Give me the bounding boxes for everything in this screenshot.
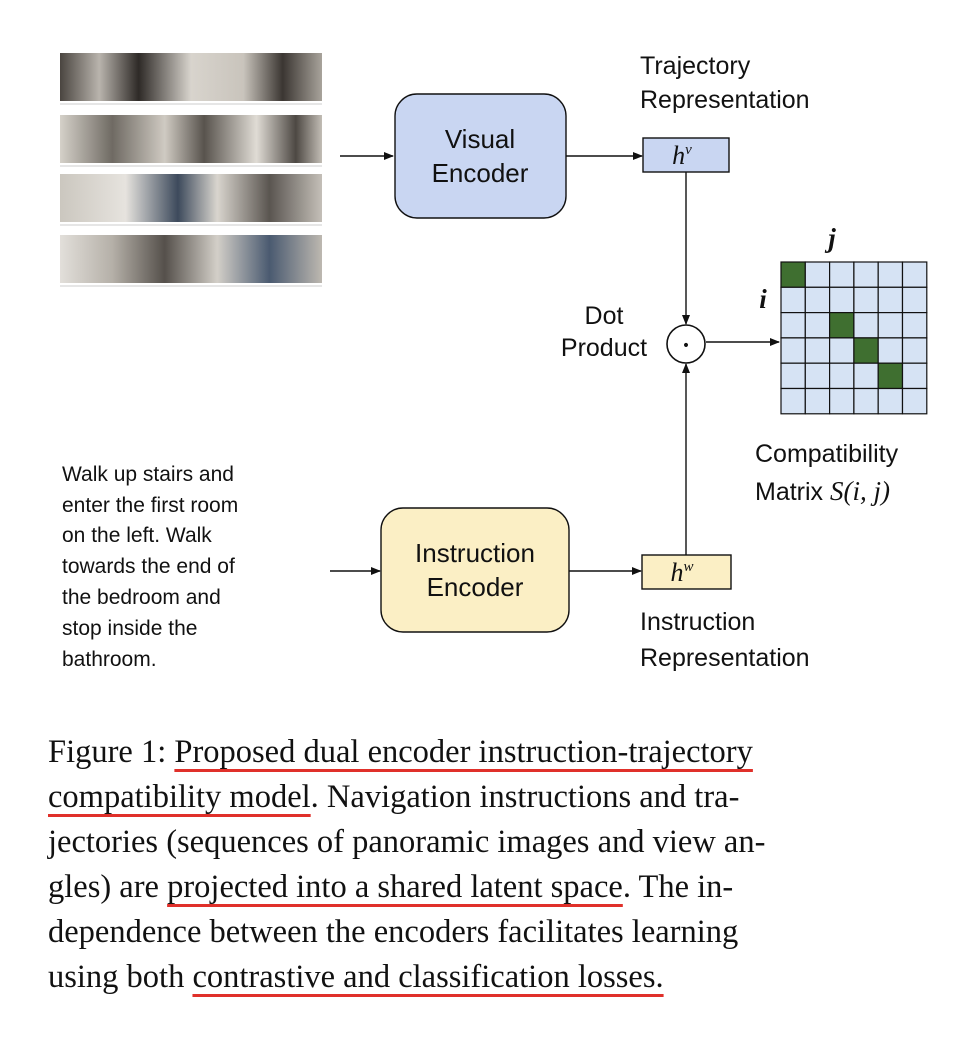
instruction-encoder-label: Instruction (415, 538, 535, 568)
matrix-cell (877, 387, 904, 415)
caption-highlight: compatibility model (48, 779, 311, 815)
instruction-line: towards the end of (62, 555, 235, 578)
caption-highlight: Proposed dual encoder instruction-trajec… (174, 734, 753, 770)
matrix-cell (828, 261, 855, 288)
caption-highlight: contrastive and classification losses. (192, 959, 664, 995)
caption-line: gles) are projected into a shared latent… (48, 869, 734, 905)
svg-text:Product: Product (561, 334, 647, 362)
matrix-cell (901, 261, 928, 288)
instruction-line: Walk up stairs and (62, 463, 234, 486)
hv-sup: v (685, 142, 692, 158)
matrix-cell (780, 337, 806, 364)
hw-base: h (670, 558, 683, 587)
instruction-encoder-box: Instruction Encoder (380, 507, 570, 633)
matrix-label: Matrix S(i, j) (755, 476, 890, 506)
caption-line: dependence between the encoders facilita… (48, 914, 739, 950)
matrix-cell (877, 337, 904, 364)
instruction-text: Walk up stairs and enter the first room … (62, 463, 238, 671)
matrix-cell (901, 387, 928, 415)
instruction-line: stop inside the (62, 617, 197, 640)
svg-text:hw: hw (670, 558, 693, 587)
visual-encoder-box: Visual Encoder (394, 93, 567, 219)
matrix-cell (901, 312, 928, 339)
visual-encoder-label: Visual (445, 124, 515, 154)
panorama-image (60, 235, 322, 283)
matrix-cell (804, 286, 831, 314)
svg-text:hv: hv (672, 141, 692, 170)
matrix-cell (780, 362, 806, 390)
svg-text:Representation: Representation (640, 644, 810, 672)
figure-caption: Figure 1: Proposed dual encoder instruct… (48, 730, 924, 1000)
matrix-cell (901, 286, 928, 314)
matrix-cell-match (828, 312, 855, 339)
matrix-cell (853, 387, 879, 415)
matrix-i-label: i (759, 284, 767, 314)
dot-symbol: • (682, 338, 690, 354)
matrix-cell (804, 261, 831, 288)
matrix-cell (828, 362, 855, 390)
instruction-encoder-label: Encoder (427, 572, 524, 602)
caption-line: Figure 1: Proposed dual encoder instruct… (48, 734, 753, 770)
matrix-cell-match (877, 362, 904, 390)
matrix-cell (828, 387, 855, 415)
diagram: Visual Encoder Instruction Encoder Traje… (60, 52, 928, 672)
arrows (330, 152, 780, 575)
matrix-cell (877, 261, 904, 288)
matrix-cell (780, 286, 806, 314)
instruction-line: enter the first room (62, 494, 238, 517)
instruction-line: bathroom. (62, 648, 157, 671)
hv-box: hv (642, 137, 730, 173)
hv-base: h (672, 141, 685, 170)
panorama-image (60, 115, 322, 163)
matrix-cell (853, 261, 879, 288)
matrix-cell (901, 337, 928, 364)
instruction-representation-label: Instruction Representation (640, 608, 810, 672)
dot-product-label: Dot Product (561, 302, 647, 362)
caption-line: using both contrastive and classificatio… (48, 959, 664, 995)
matrix-cell (828, 337, 855, 364)
compatibility-label: Compatibility (755, 440, 899, 468)
matrix-cell (804, 387, 831, 415)
matrix-formula: S(i, j) (830, 476, 890, 506)
matrix-cell (853, 312, 879, 339)
matrix-cell (901, 362, 928, 390)
svg-text:Dot: Dot (585, 302, 624, 330)
matrix-cell (780, 387, 806, 415)
matrix-cell (853, 286, 879, 314)
hw-sup: w (683, 559, 693, 575)
trajectory-representation-label: Trajectory Representation (640, 52, 810, 114)
visual-encoder-label: Encoder (432, 158, 529, 188)
matrix-cell (877, 286, 904, 314)
matrix-cell (804, 337, 831, 364)
matrix-j-label: j (824, 223, 836, 253)
matrix-cell (780, 312, 806, 339)
svg-text:Representation: Representation (640, 86, 810, 114)
panorama-image (60, 174, 322, 222)
instruction-line: the bedroom and (62, 586, 221, 609)
matrix-cell (804, 312, 831, 339)
matrix-cell (828, 286, 855, 314)
caption-highlight: projected into a shared latent space (167, 869, 623, 905)
matrix-cell (804, 362, 831, 390)
panorama-image (60, 53, 322, 101)
matrix-cell-match (853, 337, 879, 364)
matrix-cell (853, 362, 879, 390)
matrix-label-prefix: Matrix (755, 478, 830, 506)
caption-line: jectories (sequences of panoramic images… (48, 824, 766, 860)
dot-product-operator: • (666, 324, 706, 364)
svg-text:Instruction: Instruction (640, 608, 755, 636)
matrix-cell-match (780, 261, 806, 288)
caption-line: compatibility model. Navigation instruct… (48, 779, 740, 815)
matrix-cell (877, 312, 904, 339)
instruction-line: on the left. Walk (62, 524, 212, 547)
panorama-images (60, 53, 322, 287)
compatibility-matrix (780, 261, 928, 415)
svg-text:Trajectory: Trajectory (640, 52, 751, 80)
hw-box: hw (641, 554, 732, 590)
